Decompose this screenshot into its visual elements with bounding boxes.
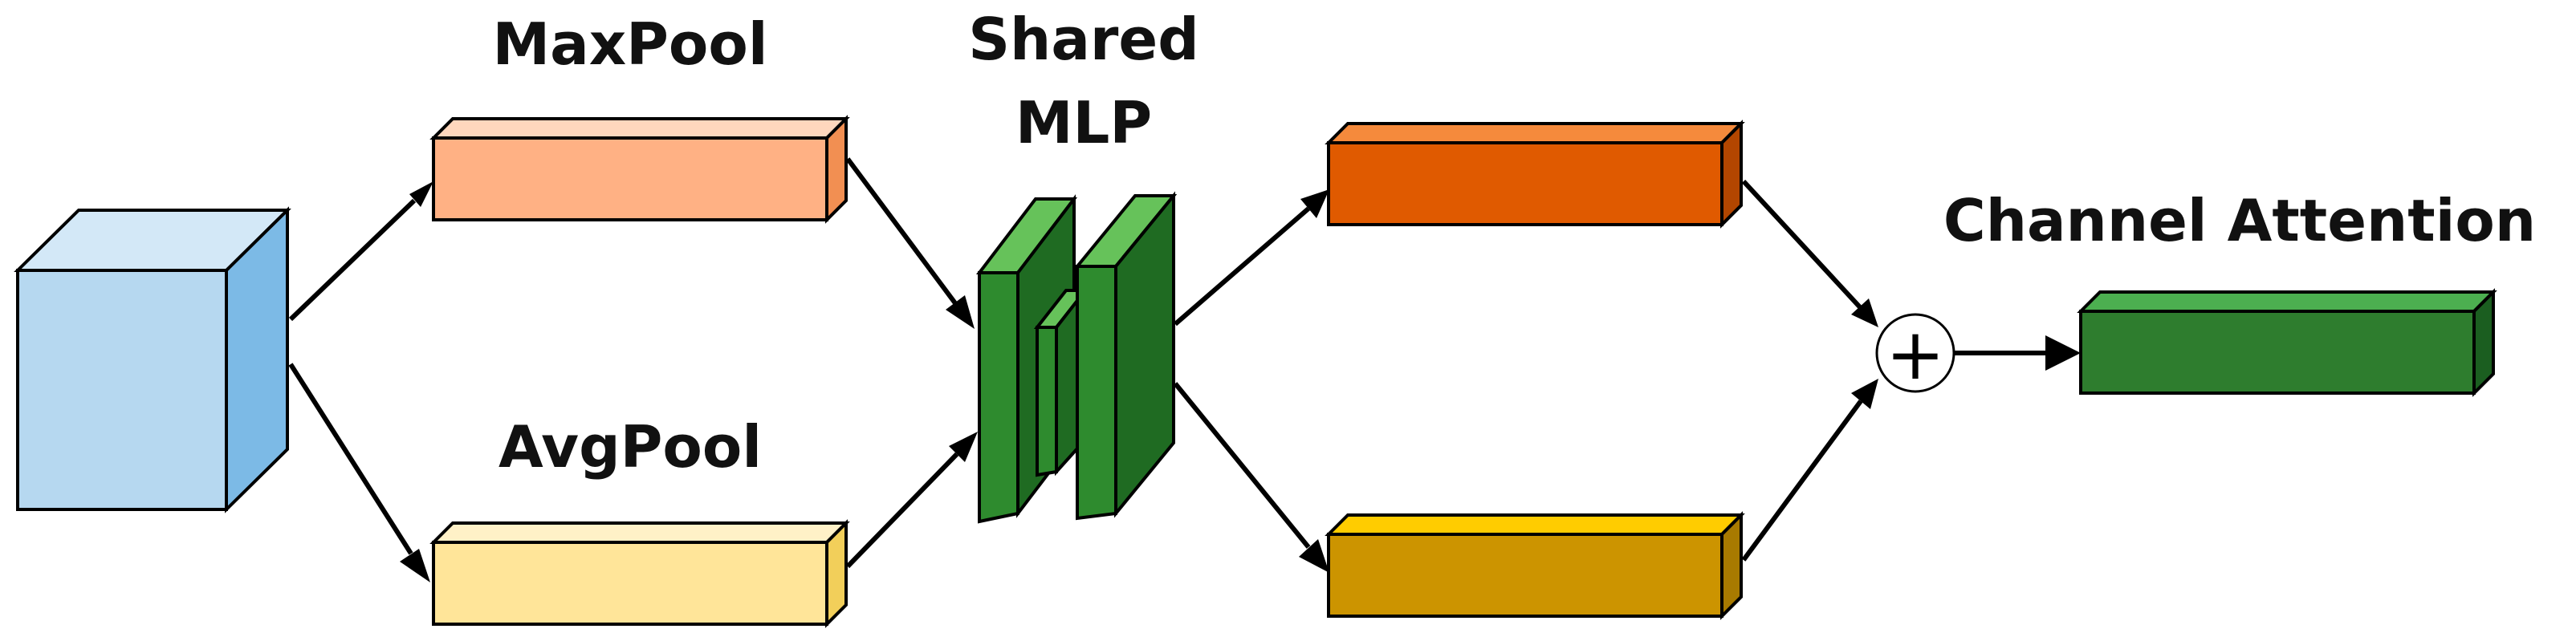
maxpool-label: MaxPool [492, 10, 767, 78]
avgpool-mlp-output-block [1325, 511, 1745, 620]
mlp-layer-1-front [978, 271, 1019, 524]
arrow-input-to-maxpool [288, 198, 417, 322]
avgpool-block-side [825, 519, 848, 628]
maxpool-mlp-output-block [1325, 120, 1745, 229]
out-top-block-side [1720, 120, 1743, 229]
arrowhead-avgpool [400, 549, 430, 582]
arrow-avgpool-to-mlp [845, 452, 959, 569]
arrow-mlp-to-out-bottom [1173, 382, 1311, 549]
attention-block-top [2077, 290, 2497, 313]
arrowhead-attention [2045, 335, 2081, 371]
sum-symbol: + [1886, 313, 1945, 396]
maxpool-block-front [432, 136, 828, 221]
shared-mlp-label-line1: Shared [968, 6, 1199, 73]
sum-circle [1875, 313, 1955, 393]
shared-mlp-label-line2: MLP [1015, 89, 1152, 156]
input-cube-front [16, 269, 228, 511]
arrowhead-sum-top [1851, 298, 1878, 327]
arrowhead-mlp-top [946, 295, 975, 329]
arrow-input-to-avgpool [288, 363, 413, 555]
sum-node: + [1875, 313, 1955, 396]
arrow-out-bottom-to-sum [1741, 400, 1863, 562]
out-bottom-block-front [1327, 533, 1723, 618]
connectors [288, 157, 2047, 569]
out-bottom-block-side [1720, 511, 1743, 620]
avgpool-block [429, 519, 850, 628]
arrowhead-out-bottom [1299, 539, 1329, 573]
attention-block-front [2079, 310, 2476, 395]
arrowhead-sum-bottom [1851, 379, 1878, 409]
arrow-out-top-to-sum [1741, 179, 1863, 310]
arrowhead-mlp-bottom [949, 432, 978, 462]
arrowhead-maxpool [409, 181, 433, 207]
input-feature-cube [14, 206, 291, 513]
arrow-maxpool-to-mlp [845, 157, 958, 305]
channel-attention-label: Channel Attention [1943, 187, 2536, 254]
maxpool-block [429, 115, 850, 224]
attention-block-side [2472, 288, 2495, 397]
arrow-mlp-to-out-top [1174, 206, 1310, 327]
shared-mlp-block [975, 191, 1178, 524]
out-top-block-front [1327, 141, 1723, 226]
avgpool-block-front [432, 541, 828, 626]
out-top-block-top [1325, 122, 1745, 144]
arrowhead-out-top [1300, 189, 1329, 218]
out-bottom-block-top [1325, 513, 1745, 536]
channel-attention-block [2077, 288, 2497, 397]
maxpool-block-top [429, 117, 850, 140]
maxpool-block-side [825, 115, 848, 224]
avgpool-block-top [429, 521, 850, 544]
mlp-layer-3-front [1076, 265, 1117, 521]
mlp-layer-2-front [1036, 326, 1058, 477]
arrow-heads [400, 181, 2081, 582]
avgpool-label: AvgPool [499, 413, 762, 481]
